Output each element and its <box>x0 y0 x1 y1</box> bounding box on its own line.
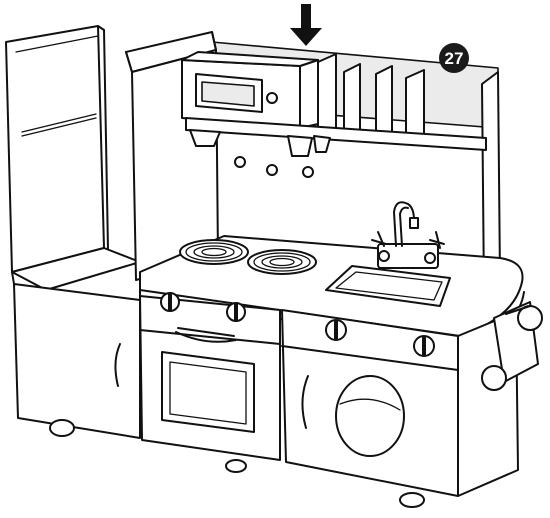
step-number: 27 <box>445 49 464 68</box>
down-arrow-icon <box>290 4 322 46</box>
sink-cabinet <box>281 309 459 508</box>
fridge-unit <box>5 25 141 439</box>
towel-rod <box>457 301 543 497</box>
faucet <box>371 201 445 269</box>
stove-burners <box>179 239 317 275</box>
sink <box>325 265 451 307</box>
stove-cabinet <box>139 292 281 473</box>
step-badge: 27 <box>439 43 469 73</box>
upper-shelf <box>181 51 501 293</box>
